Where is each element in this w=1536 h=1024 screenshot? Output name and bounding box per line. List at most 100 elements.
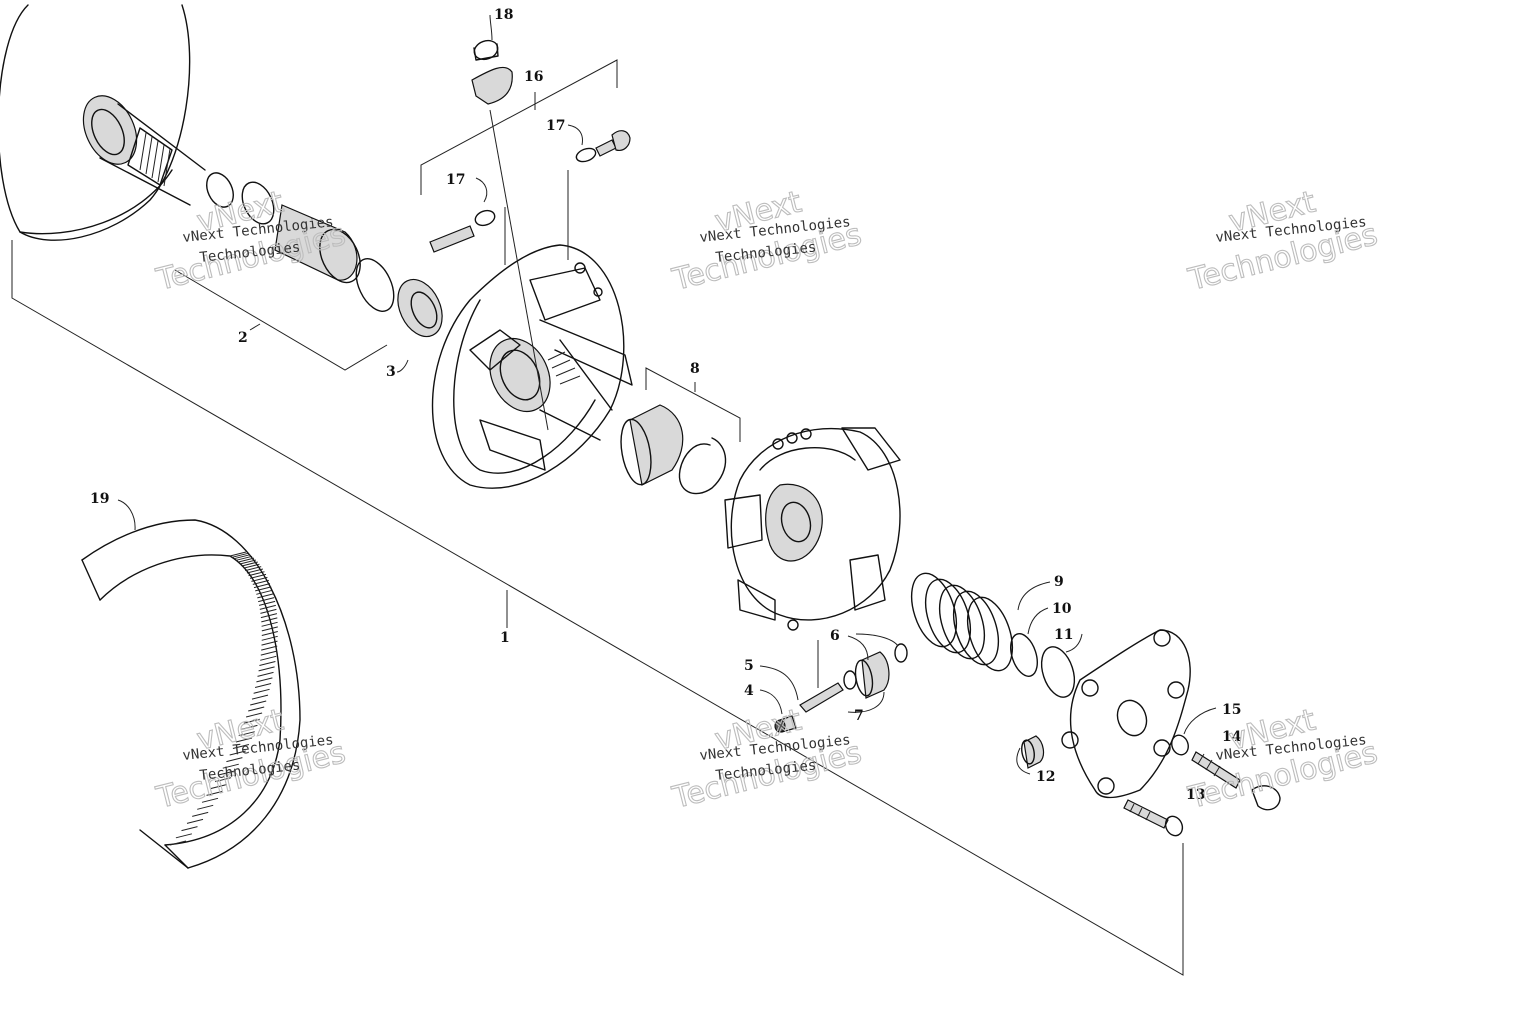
belt-tooth bbox=[197, 804, 214, 810]
belt-tooth bbox=[255, 586, 272, 592]
movable-sheave bbox=[431, 244, 633, 489]
belt-teeth bbox=[169, 551, 278, 846]
belt-tooth bbox=[261, 617, 278, 623]
belt-tooth bbox=[261, 640, 278, 646]
belt-tooth bbox=[251, 694, 269, 700]
belt-tooth bbox=[241, 561, 258, 567]
washers-part-6 bbox=[843, 633, 908, 690]
belt-tooth bbox=[260, 608, 277, 614]
callout-4: 4 bbox=[744, 683, 754, 699]
belt-tooth bbox=[214, 777, 232, 783]
roller-arm-part-18 bbox=[471, 14, 513, 105]
washer-part-15 bbox=[1171, 707, 1217, 756]
callout-19: 19 bbox=[90, 491, 109, 507]
assembly-bracket-16 bbox=[420, 59, 618, 431]
pin-part-17-left bbox=[429, 177, 496, 253]
shaft-thread bbox=[139, 132, 171, 187]
belt-tooth bbox=[238, 731, 255, 737]
callout-17-right: 17 bbox=[546, 118, 565, 134]
belt-tooth bbox=[226, 757, 243, 763]
belt-tooth bbox=[260, 613, 278, 619]
belt-tooth bbox=[253, 583, 271, 589]
belt-tooth bbox=[258, 597, 275, 603]
watermark-bottom-left: vNext Technologies vNext Technologies Te… bbox=[152, 702, 350, 817]
belt-tooth bbox=[192, 811, 209, 817]
belt-tooth bbox=[222, 763, 239, 769]
screw-part-4 bbox=[759, 689, 797, 733]
spring-part-9 bbox=[910, 572, 1051, 672]
belt-tooth bbox=[256, 589, 273, 595]
belt-tooth bbox=[245, 712, 263, 718]
belt-tooth bbox=[246, 568, 264, 574]
watermark-bottom-right: vNext Technologies vNext Technologies bbox=[1184, 702, 1382, 817]
belt-tooth bbox=[201, 797, 219, 803]
belt-tooth bbox=[250, 700, 267, 706]
belt-tooth bbox=[237, 557, 255, 563]
belt-tooth bbox=[248, 706, 265, 712]
belt-tooth bbox=[241, 724, 258, 730]
pin-part-5 bbox=[759, 640, 844, 713]
belt-tooth bbox=[229, 551, 247, 557]
bushing-part-8 bbox=[620, 367, 741, 495]
belt-tooth bbox=[231, 552, 249, 558]
belt-tooth bbox=[229, 750, 246, 756]
watermark-top-center: vNext Technologies vNext Technologies Te… bbox=[668, 184, 866, 299]
callout-13: 13 bbox=[1186, 787, 1205, 803]
callout-16: 16 bbox=[524, 69, 543, 85]
belt-tooth bbox=[261, 621, 278, 627]
callout-8: 8 bbox=[690, 361, 700, 377]
watermark-top-right: vNext Technologies vNext Technologies bbox=[1184, 184, 1382, 299]
belt-tooth bbox=[258, 666, 275, 672]
roller-part-7 bbox=[847, 651, 890, 713]
callout-9: 9 bbox=[1054, 574, 1064, 590]
callout-1: 1 bbox=[500, 630, 510, 646]
callout-14: 14 bbox=[1222, 729, 1242, 745]
belt-tooth bbox=[258, 600, 276, 606]
belt-tooth bbox=[256, 677, 273, 683]
screw-part-14 bbox=[1191, 751, 1281, 811]
seal-part-3 bbox=[396, 278, 443, 373]
belt-tooth bbox=[233, 554, 251, 560]
belt-tooth bbox=[259, 661, 276, 666]
bushing-part-2 bbox=[174, 181, 395, 371]
callout-11: 11 bbox=[1054, 627, 1073, 643]
belt-tooth bbox=[260, 655, 277, 661]
assembly-bracket-1 bbox=[11, 240, 1184, 976]
belt-tooth bbox=[210, 784, 228, 789]
belt-tooth bbox=[249, 573, 267, 579]
belt-tooth bbox=[239, 559, 257, 565]
belt-tooth bbox=[259, 604, 276, 610]
callout-15: 15 bbox=[1222, 702, 1241, 718]
callout-10: 10 bbox=[1052, 601, 1072, 617]
cover-plate bbox=[1061, 629, 1191, 799]
belt-tooth bbox=[257, 671, 274, 677]
belt-tooth bbox=[245, 566, 262, 572]
belt-tooth bbox=[218, 770, 236, 776]
belt-tooth bbox=[251, 576, 268, 582]
fixed-sheave bbox=[0, 4, 234, 241]
belt-tooth bbox=[186, 818, 204, 824]
callout-3: 3 bbox=[386, 364, 396, 380]
callout-12: 12 bbox=[1036, 769, 1055, 785]
belt-tooth bbox=[243, 563, 260, 569]
callout-18: 18 bbox=[494, 7, 513, 23]
callout-7: 7 bbox=[854, 708, 864, 724]
belt-tooth bbox=[261, 631, 278, 636]
belt-tooth bbox=[260, 650, 277, 656]
belt-tooth bbox=[169, 840, 187, 846]
callout-numbers: 1 2 3 4 5 6 7 8 9 10 11 12 13 14 15 16 1… bbox=[90, 7, 1242, 803]
belt-tooth bbox=[181, 826, 198, 832]
belt-tooth bbox=[232, 744, 250, 749]
belt-tooth bbox=[235, 737, 253, 743]
spider-housing bbox=[724, 427, 901, 631]
callout-2: 2 bbox=[238, 330, 248, 346]
belt-tooth bbox=[261, 635, 278, 641]
belt-tooth bbox=[206, 790, 223, 796]
bushing-part-12 bbox=[1016, 735, 1045, 775]
belt-tooth bbox=[175, 833, 193, 839]
belt-tooth bbox=[235, 555, 253, 561]
belt-tooth bbox=[254, 683, 272, 688]
bolt-part-13 bbox=[1123, 799, 1184, 837]
